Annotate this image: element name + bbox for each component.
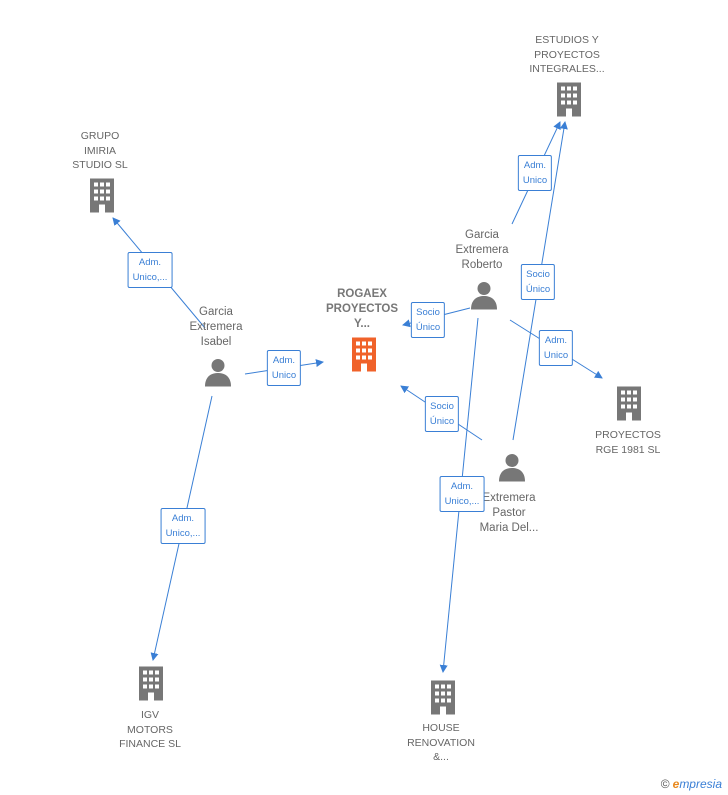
edge-label-roberto-rogaex[interactable]: Socio Único <box>410 302 446 338</box>
node-label-estudios[interactable]: ESTUDIOS Y PROYECTOS INTEGRALES... <box>529 34 605 75</box>
node-label-house[interactable]: HOUSE RENOVATION &... <box>407 722 475 763</box>
edge-label-isabel-rogaex[interactable]: Adm. Unico <box>266 350 302 386</box>
node-label-roberto[interactable]: Garcia Extremera Roberto <box>455 229 509 271</box>
edge-label-roberto-house[interactable]: Adm. Unico,... <box>439 476 485 512</box>
person-icon <box>469 280 499 315</box>
edge-label-isabel-grupo[interactable]: Adm. Unico,... <box>127 252 173 288</box>
empresia-watermark[interactable]: ©empresia <box>661 777 722 791</box>
node-label-igv[interactable]: IGV MOTORS FINANCE SL <box>119 709 181 750</box>
copyright-symbol: © <box>660 777 670 791</box>
person-icon <box>497 452 527 487</box>
node-label-rogaex[interactable]: ROGAEX PROYECTOS Y... <box>326 288 398 330</box>
building-icon <box>614 385 644 426</box>
edge-label-maria-rogaex[interactable]: Socio Único <box>424 396 460 432</box>
edge-label-roberto-rge[interactable]: Adm. Unico <box>538 330 574 366</box>
node-label-grupo[interactable]: GRUPO IMIRIA STUDIO SL <box>72 130 128 171</box>
building-icon <box>136 665 166 706</box>
edge-label-maria-estudios[interactable]: Socio Único <box>520 264 556 300</box>
node-label-proyectos-rge[interactable]: PROYECTOS RGE 1981 SL <box>595 429 661 456</box>
building-icon <box>87 177 117 218</box>
node-label-isabel[interactable]: Garcia Extremera Isabel <box>189 306 243 348</box>
node-label-maria[interactable]: Extremera Pastor Maria Del... <box>479 492 539 534</box>
brand-initial: e <box>672 777 680 791</box>
brand-name: mpresia <box>679 777 722 791</box>
edge-label-isabel-igv[interactable]: Adm. Unico,... <box>160 508 206 544</box>
edge-label-roberto-estudios[interactable]: Adm. Unico <box>517 155 553 191</box>
person-icon <box>203 357 233 392</box>
building-icon <box>428 679 458 720</box>
building-icon-main <box>349 336 379 377</box>
building-icon <box>554 81 584 122</box>
